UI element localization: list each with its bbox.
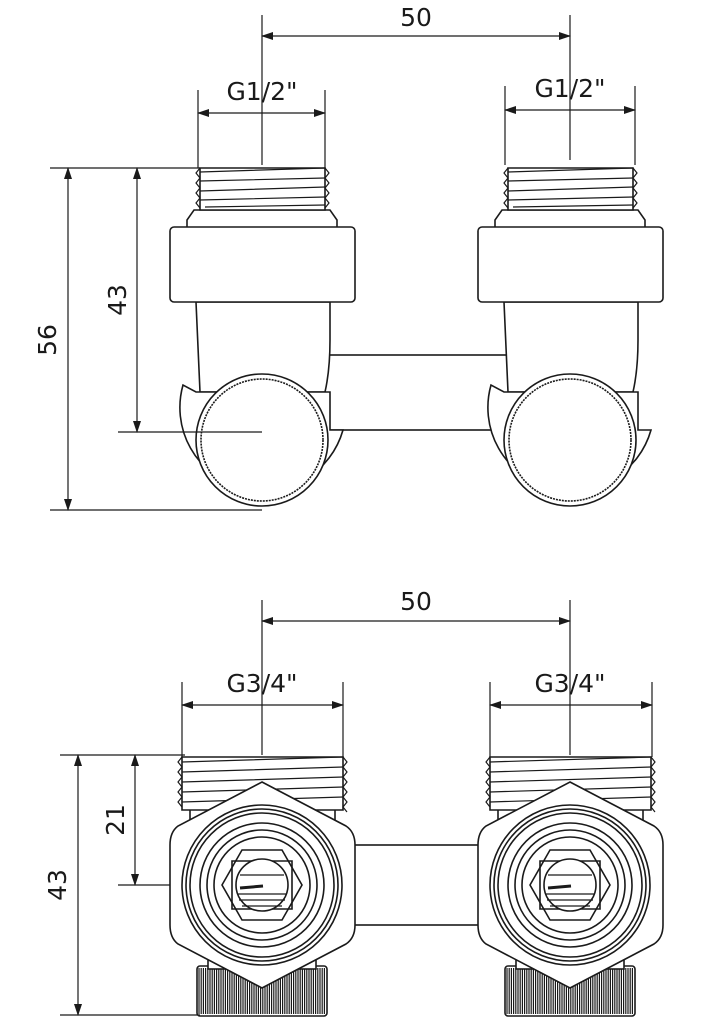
top-right-thread-label: G1/2" xyxy=(534,74,605,103)
top-left-valve xyxy=(169,167,356,507)
top-overall-height-label: 56 xyxy=(33,324,62,356)
top-view: 50 G1/2" G1/2" 56 43 xyxy=(33,3,664,511)
bottom-axis-height-label: 21 xyxy=(101,804,130,836)
bottom-left-valve xyxy=(168,755,357,1018)
bottom-right-thread-label: G3/4" xyxy=(534,669,605,698)
top-spacing-label: 50 xyxy=(400,3,432,32)
bottom-left-thread-label: G3/4" xyxy=(226,669,297,698)
top-axis-height-label: 43 xyxy=(103,284,132,316)
top-bridge xyxy=(324,354,511,431)
bottom-bridge xyxy=(349,844,486,926)
bottom-right-valve xyxy=(476,755,665,1018)
bottom-overall-height-label: 43 xyxy=(43,869,72,901)
top-left-thread-label: G1/2" xyxy=(226,77,297,106)
bottom-view: 50 G3/4" G3/4" 43 21 xyxy=(43,587,665,1018)
extension-lines xyxy=(261,15,571,165)
top-right-valve xyxy=(477,167,664,507)
bottom-spacing-label: 50 xyxy=(400,587,432,616)
